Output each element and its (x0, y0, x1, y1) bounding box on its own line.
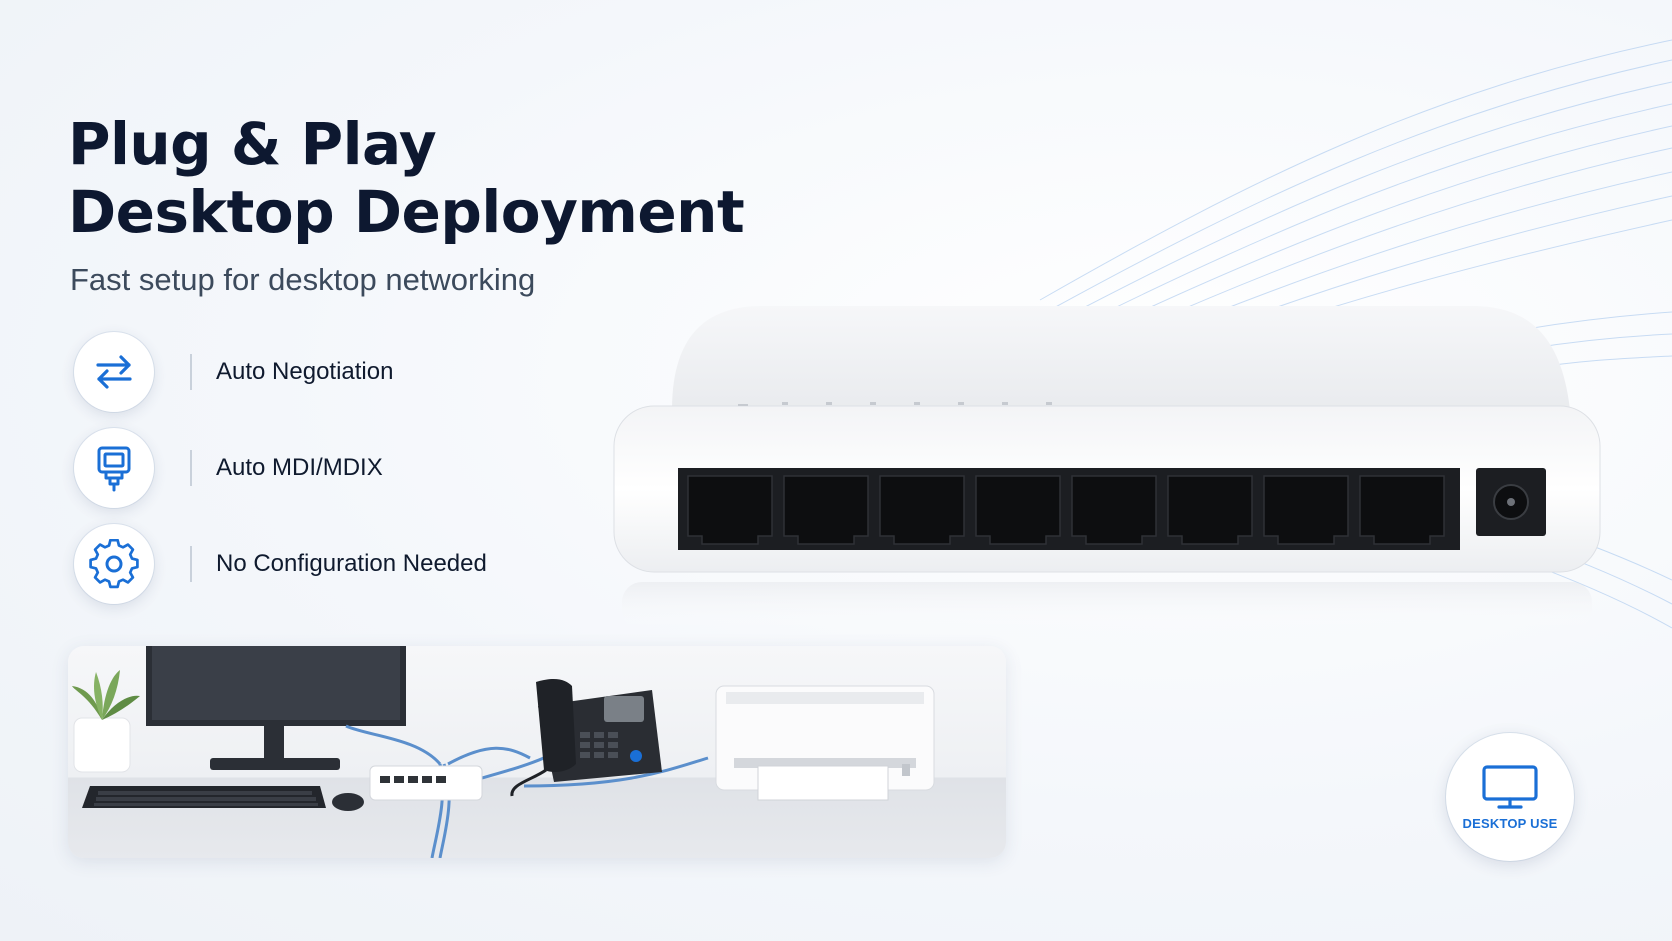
subtitle: Fast setup for desktop networking (70, 262, 536, 297)
feature-list: Auto Negotiation Auto MDI/MDIX No Config… (74, 332, 594, 620)
mouse-icon (332, 793, 364, 811)
network-switch-product (613, 306, 1601, 630)
feature-label: No Configuration Needed (216, 550, 487, 577)
arrows-exchange-icon (74, 332, 154, 412)
feature-divider (190, 354, 192, 390)
feature-auto-negotiation: Auto Negotiation (74, 332, 594, 428)
desk-scene-photo (68, 646, 1006, 858)
feature-auto-mdi-mdix: Auto MDI/MDIX (74, 428, 594, 524)
feature-label: Auto Negotiation (216, 358, 394, 385)
title-line-1: Plug & Play (68, 110, 437, 178)
printer-icon (715, 685, 935, 801)
monitor-icon (146, 646, 406, 770)
gear-icon (74, 524, 154, 604)
page-title: Plug & Play Desktop Deployment (68, 110, 745, 246)
switch-icon (369, 765, 483, 801)
title-line-2: Desktop Deployment (68, 178, 745, 246)
desktop-use-badge: DESKTOP USE (1446, 733, 1574, 861)
feature-no-configuration: No Configuration Needed (74, 524, 594, 620)
badge-label: DESKTOP USE (1462, 815, 1558, 831)
feature-divider (190, 450, 192, 486)
ethernet-plug-icon (74, 428, 154, 508)
phone-icon (510, 679, 662, 797)
plant-icon (72, 670, 140, 773)
feature-divider (190, 546, 192, 582)
keyboard-icon (82, 786, 326, 808)
desk-scene-illustration (72, 646, 935, 858)
feature-label: Auto MDI/MDIX (216, 454, 383, 481)
monitor-icon (1482, 764, 1538, 809)
